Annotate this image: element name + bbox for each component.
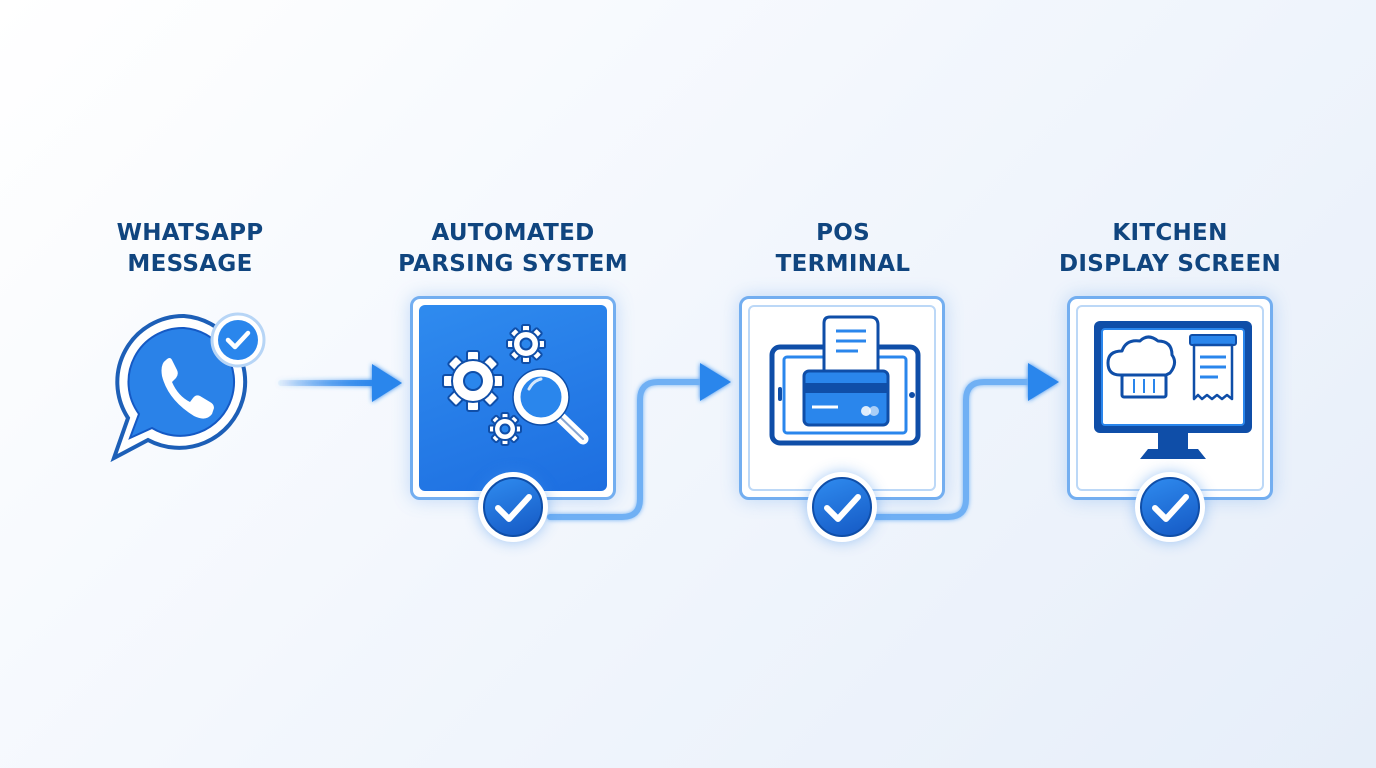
step-title-whatsapp: WHATSAPP MESSAGE: [80, 218, 300, 280]
step-title-line: AUTOMATED: [431, 220, 595, 246]
step-title-line: TERMINAL: [775, 251, 911, 277]
step-title-line: DISPLAY SCREEN: [1058, 251, 1281, 277]
step-title-line: POS: [816, 220, 870, 246]
kitchen-display-icon: [1094, 321, 1252, 459]
check-icon: [824, 494, 861, 522]
step-title-line: WHATSAPP: [116, 220, 264, 246]
parsing-system-card: [410, 296, 616, 500]
whatsapp-icon: [110, 312, 266, 463]
check-icon: [495, 494, 532, 522]
kitchen-display-card: [1067, 296, 1273, 500]
step-title-line: KITCHEN: [1112, 220, 1228, 246]
pos-terminal-card: [739, 296, 945, 500]
step-title-pos: POS TERMINAL: [733, 218, 953, 280]
step-title-parsing: AUTOMATED PARSING SYSTEM: [383, 218, 643, 280]
parsing-status-check: [478, 472, 548, 542]
gears-magnifier-icon: [442, 324, 589, 446]
arrow-parsing-to-pos: [547, 363, 731, 520]
arrow-pos-to-kitchen: [873, 363, 1059, 520]
step-title-line: MESSAGE: [127, 251, 253, 277]
kitchen-status-check: [1135, 472, 1205, 542]
check-icon: [1152, 494, 1189, 522]
step-title-kitchen: KITCHEN DISPLAY SCREEN: [1040, 218, 1300, 280]
arrow-whatsapp-to-parsing: [278, 364, 402, 402]
step-title-line: PARSING SYSTEM: [398, 251, 628, 277]
pos-status-check: [807, 472, 877, 542]
pos-terminal-icon: [769, 315, 921, 446]
